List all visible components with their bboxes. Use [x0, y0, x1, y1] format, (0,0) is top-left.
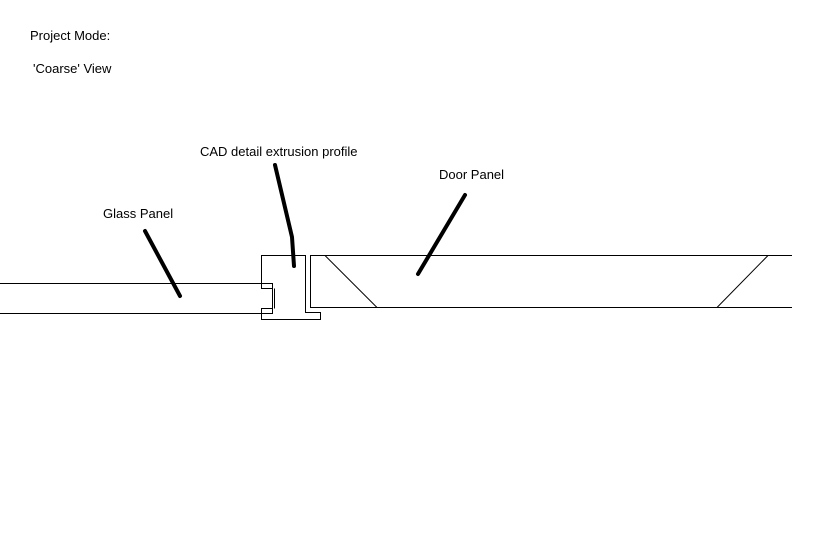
project-mode-label: Project Mode:	[30, 28, 111, 43]
door-panel	[310, 255, 792, 308]
door-panel-leader	[416, 193, 467, 276]
cad-profile-label: CAD detail extrusion profile	[200, 144, 358, 159]
view-mode-label: 'Coarse' View	[33, 61, 112, 76]
door-panel-label: Door Panel	[439, 167, 505, 182]
glass-panel-label: Glass Panel	[103, 206, 174, 221]
glass-panel	[0, 283, 275, 314]
glass-panel-leader	[143, 229, 182, 298]
cad-profile-leader	[273, 163, 296, 268]
cad-extrusion-profile	[261, 255, 321, 320]
